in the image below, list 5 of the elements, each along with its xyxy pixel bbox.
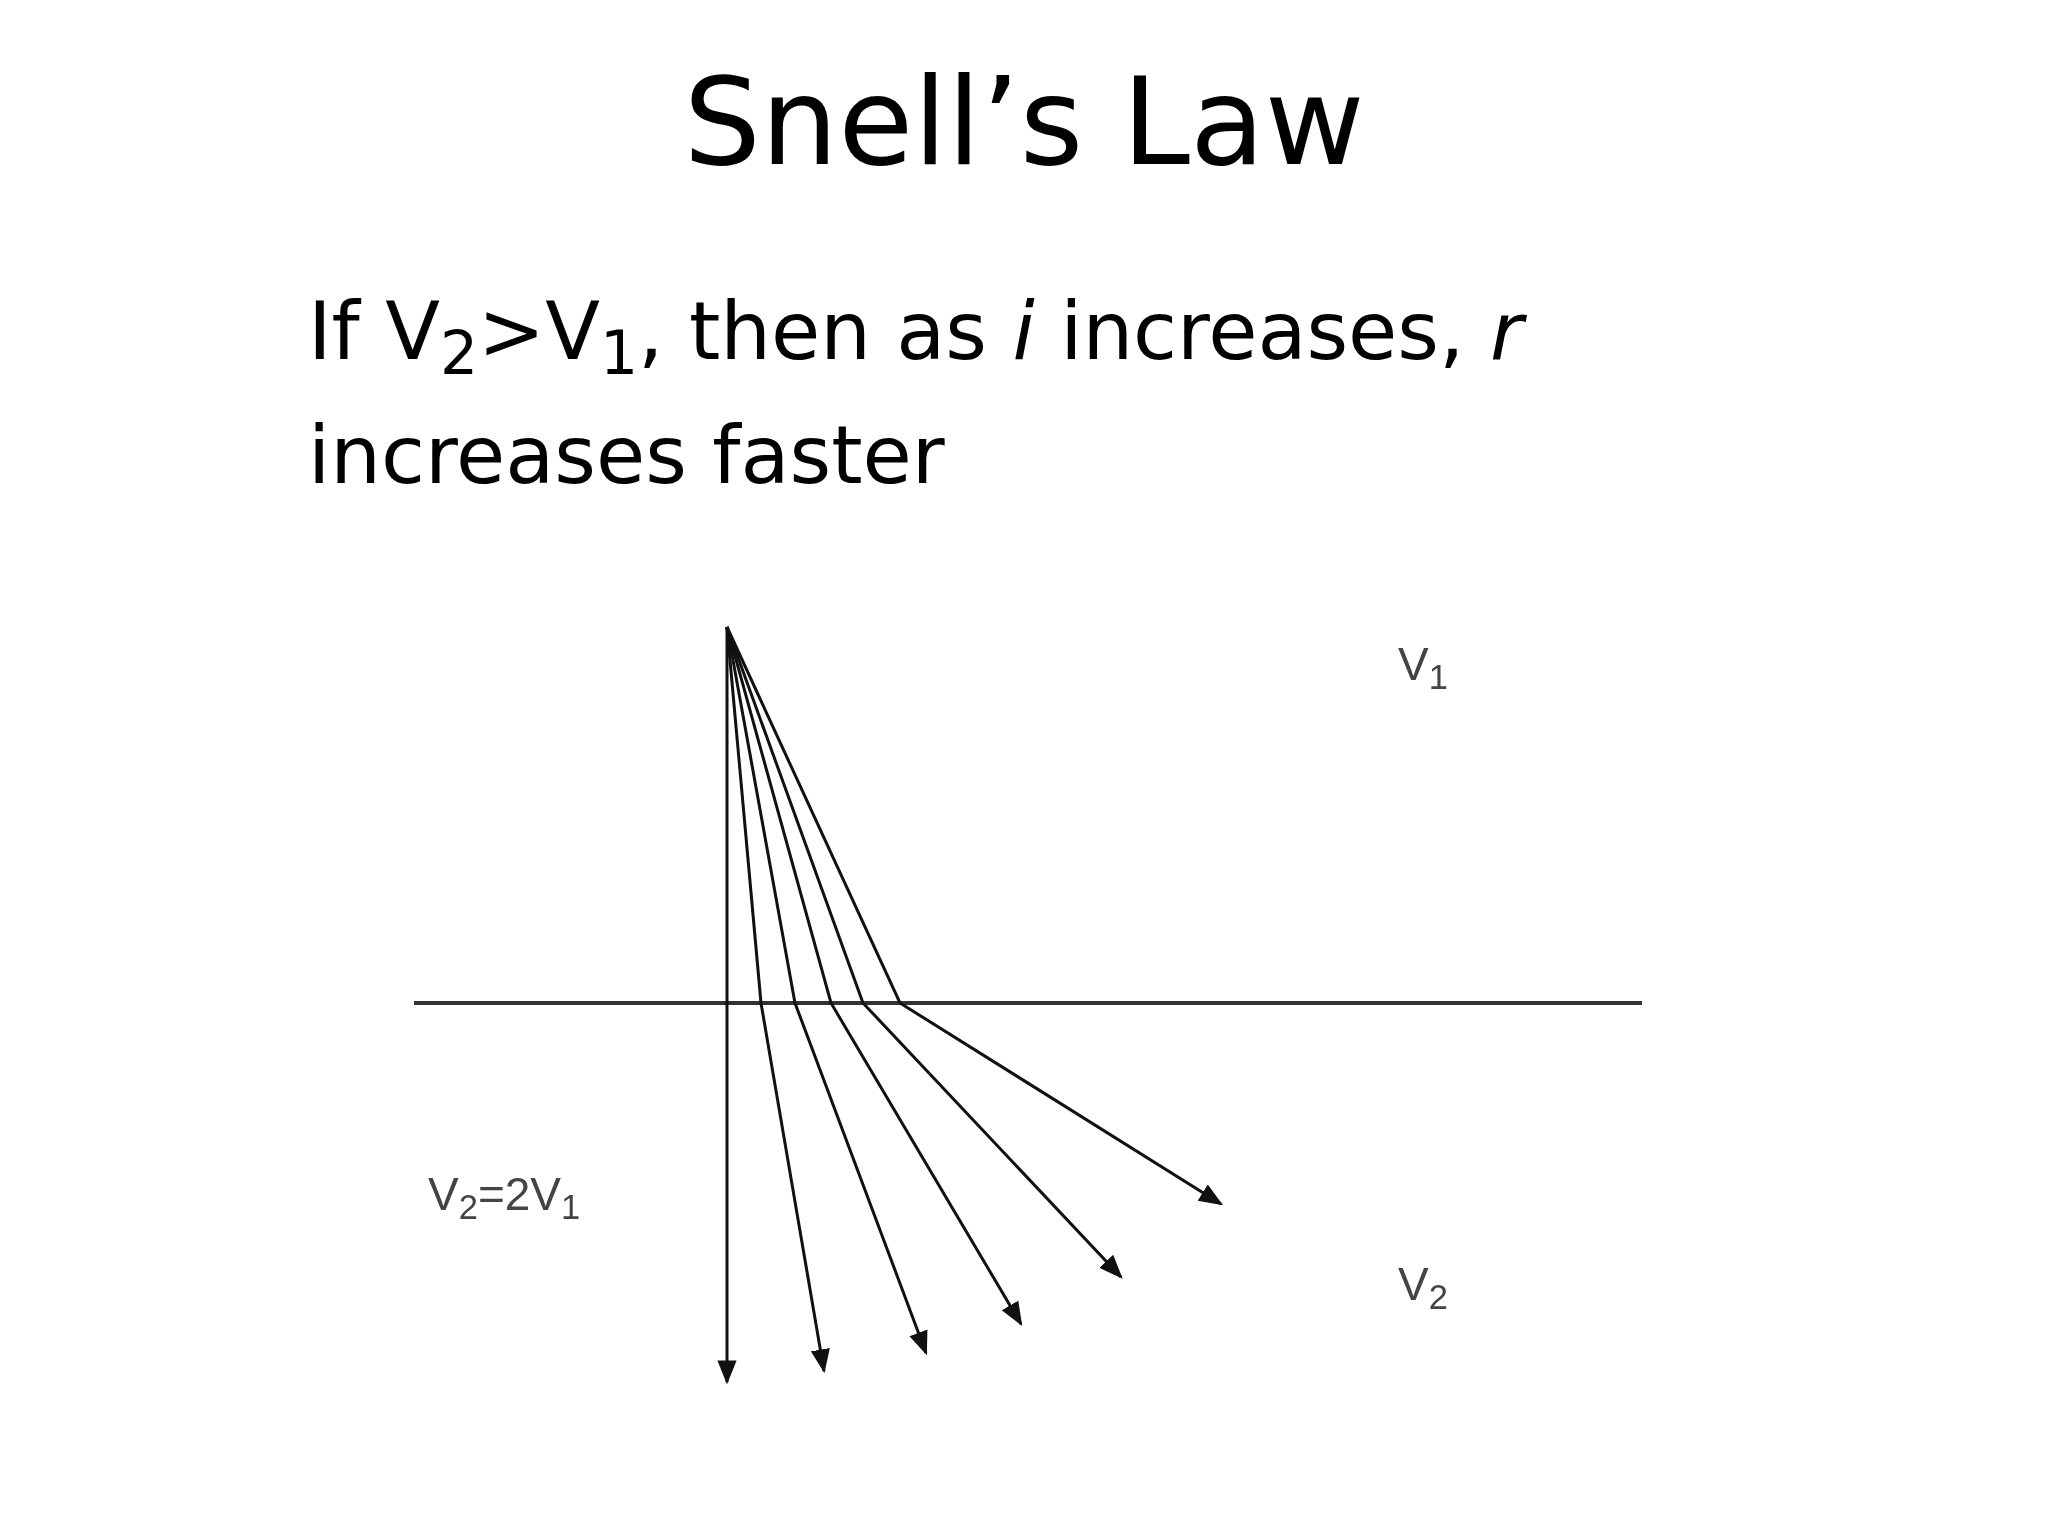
medium-label: V$_{1}$ — [1398, 637, 1448, 698]
statement-text: If V$_{2}$>V$_{1}$, then as i increases, r increases faster — [308, 270, 1768, 518]
medium-label: V$_{2}$=2V$_{1}$ — [428, 1167, 581, 1228]
slide-title: Snell’s Law — [683, 52, 1365, 192]
medium-label: V$_{2}$ — [1398, 1257, 1448, 1318]
